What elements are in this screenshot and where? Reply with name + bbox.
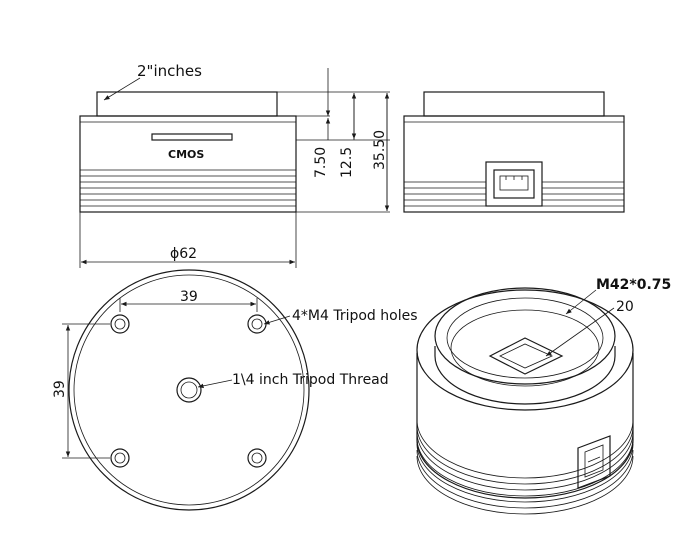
isometric-view: M42*0.75 20 [416, 277, 671, 515]
front-top-cap [96, 91, 278, 117]
leader-tripod-holes [263, 315, 291, 325]
label-tripod-holes: 4*M4 Tripod holes [292, 308, 418, 324]
front-cooling-ribs [80, 169, 296, 207]
label-12-5: 12.5 [339, 147, 355, 178]
label-39-horizontal: 39 [180, 289, 198, 305]
leader-2-inches [103, 77, 141, 101]
tripod-thread-icon [176, 377, 202, 403]
leader-m42 [565, 289, 597, 315]
leader-tripod-thread [197, 379, 233, 389]
iso-cooling-ribs [416, 419, 634, 515]
side-view [403, 91, 625, 213]
tripod-holes [110, 314, 267, 468]
iso-body-side [416, 353, 634, 499]
iso-usb-port-icon [577, 435, 611, 489]
front-body [79, 115, 297, 213]
side-cooling-ribs [404, 181, 624, 207]
label-35-50: 35.50 [372, 130, 388, 170]
iso-top-outer [416, 289, 634, 411]
label-20: 20 [616, 299, 634, 315]
side-body [403, 115, 625, 213]
iso-lens-ring [434, 287, 616, 385]
label-39-vertical: 39 [52, 380, 68, 398]
sensor-slot [151, 133, 233, 141]
side-top-cap [423, 91, 605, 117]
label-tripod-thread: 1\4 inch Tripod Thread [232, 372, 389, 388]
leader-20 [545, 307, 615, 357]
iso-sensor-window [488, 337, 564, 375]
front-view: 2"inches CMOS 7.50 12.5 35.50 ϕ62 [79, 62, 390, 268]
bottom-view: 39 39 4*M4 Tripod holes 1\4 inch Tripod … [52, 269, 418, 511]
bottom-outer-circle [68, 269, 310, 511]
label-7-50: 7.50 [313, 147, 329, 178]
label-diameter-62: ϕ62 [170, 246, 197, 262]
label-m42: M42*0.75 [596, 277, 671, 293]
usb-port-icon [485, 161, 543, 207]
label-2-inches: 2"inches [137, 62, 202, 80]
label-cmos: CMOS [168, 148, 204, 161]
